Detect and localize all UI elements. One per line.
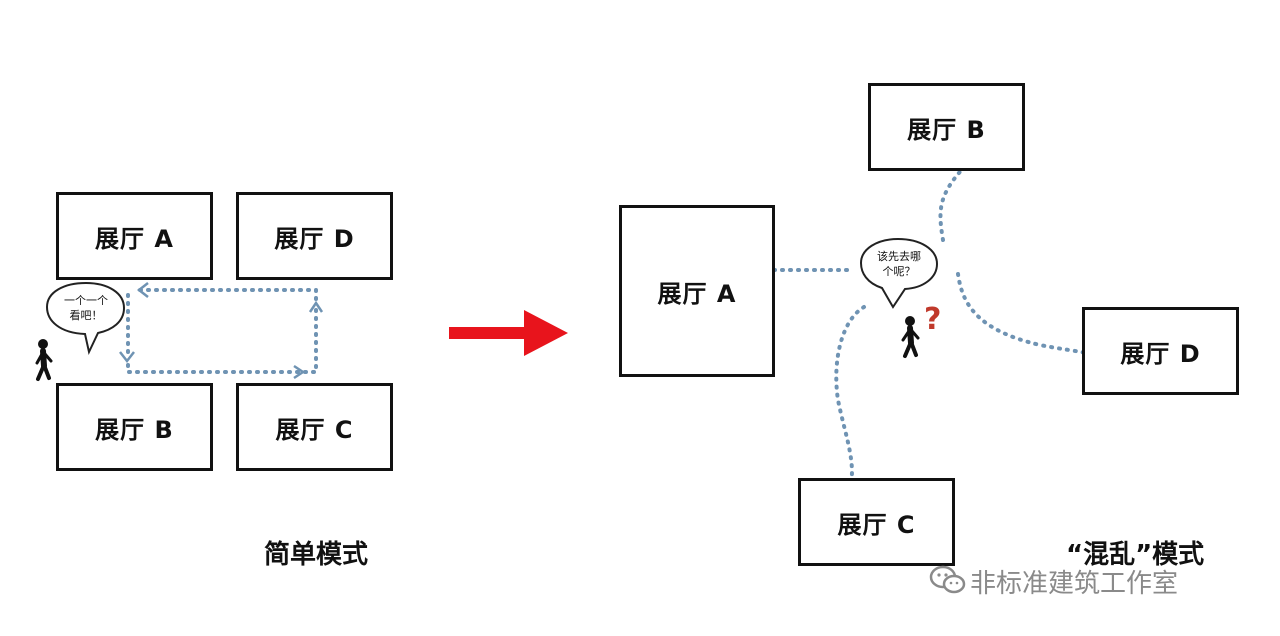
hall-a-simple-label: 展厅 A (95, 224, 174, 253)
speech-bubble-left-line2: 看吧！ (69, 309, 103, 322)
speech-bubble-right-line1: 该先去哪 (877, 250, 921, 263)
transition-arrow (449, 310, 568, 356)
hall-b-simple: 展厅 B (56, 383, 213, 471)
hall-c-simple: 展厅 C (236, 383, 393, 471)
speech-bubble-left (45, 281, 126, 356)
speech-bubble-right (859, 237, 939, 309)
path-arrowhead-right (293, 364, 306, 380)
path-arrowhead-left (136, 282, 149, 298)
hall-c-chaos: 展厅 C (798, 478, 955, 566)
path-to-hall-b (938, 163, 968, 242)
hall-a-chaos: 展厅 A (619, 205, 775, 377)
hall-d-chaos-label: 展厅 D (1120, 339, 1201, 368)
path-to-hall-c (834, 305, 866, 502)
wechat-icon (929, 565, 966, 594)
simple-mode-label: 简单模式 (264, 540, 369, 570)
hall-c-simple-label: 展厅 C (275, 415, 354, 444)
watermark-text: 非标准建筑工作室 (970, 569, 1179, 599)
hall-b-simple-label: 展厅 B (95, 415, 174, 444)
hall-a-chaos-label: 展厅 A (657, 279, 737, 308)
path-to-hall-d (956, 272, 1126, 371)
speech-bubble-right-text: 该先去哪 个呢？ (864, 249, 934, 279)
person-icon-right (901, 316, 920, 358)
hall-c-chaos-label: 展厅 C (837, 510, 916, 539)
path-arrowhead-down (119, 351, 135, 364)
hall-d-simple-label: 展厅 D (274, 224, 355, 253)
person-icon-left (35, 339, 53, 381)
hall-d-simple: 展厅 D (236, 192, 393, 280)
simple-tour-path (126, 288, 318, 374)
question-mark: ? (924, 302, 942, 337)
hall-d-chaos: 展厅 D (1082, 307, 1239, 395)
speech-bubble-left-line1: 一个一个 (64, 294, 108, 307)
hall-a-simple: 展厅 A (56, 192, 213, 280)
chaos-mode-label: “混乱”模式 (1066, 540, 1205, 570)
speech-bubble-right-line2: 个呢？ (882, 265, 916, 278)
speech-bubble-left-text: 一个一个 看吧！ (52, 293, 120, 323)
path-arrowhead-up (308, 300, 324, 313)
hall-b-chaos: 展厅 B (868, 83, 1025, 171)
hall-b-chaos-label: 展厅 B (907, 115, 986, 144)
